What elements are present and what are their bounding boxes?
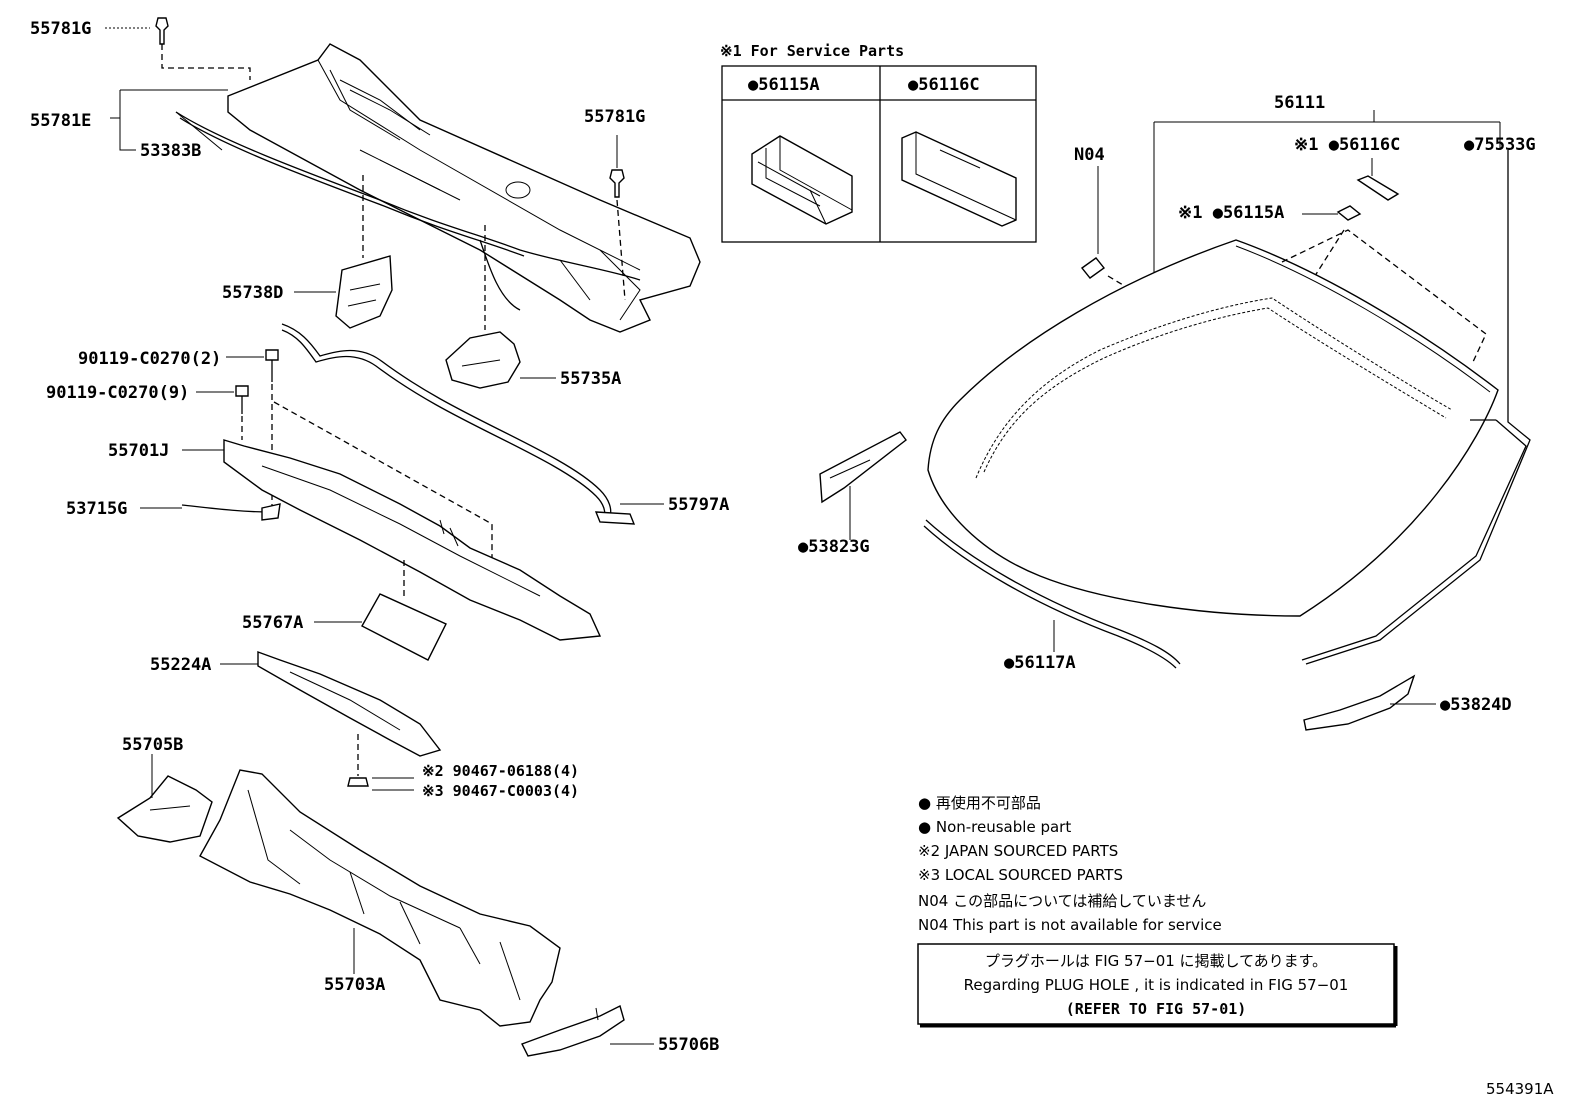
service-parts-table: ※1 For Service Parts ●56115A ●56116C xyxy=(720,42,1037,243)
note-line-2: Regarding PLUG HOLE , it is indicated in… xyxy=(964,976,1349,994)
label-90467-06188: ※2 90467-06188(4) xyxy=(422,762,579,780)
part-55738D xyxy=(335,255,393,329)
service-part-56116C: ●56116C xyxy=(908,75,980,95)
bolt-90119-9 xyxy=(235,385,249,414)
figure-id: 554391A xyxy=(1486,1080,1554,1098)
part-56115A-drawing xyxy=(751,135,853,225)
label-75533G: ●75533G xyxy=(1464,135,1536,155)
label-55706B: 55706B xyxy=(658,1035,719,1055)
clip-90467 xyxy=(347,777,369,787)
label-55701J: 55701J xyxy=(108,441,169,461)
label-55781G-right: 55781G xyxy=(584,107,645,127)
legend-line-4: ※3 LOCAL SOURCED PARTS xyxy=(918,866,1123,884)
part-55767A xyxy=(361,593,447,661)
part-53823G xyxy=(819,431,907,504)
bolt-90119-2 xyxy=(265,349,279,382)
label-56117A: ●56117A xyxy=(1004,653,1076,673)
label-56115A: ※1 ●56115A xyxy=(1178,203,1284,223)
label-55224A: 55224A xyxy=(150,655,211,675)
windshield-glass xyxy=(927,239,1499,617)
label-53823G: ●53823G xyxy=(798,537,870,557)
part-56117A xyxy=(923,519,1181,669)
legend-line-5: N04 この部品については補給していません xyxy=(918,892,1206,910)
label-N04: N04 xyxy=(1074,145,1105,165)
molding-75533G xyxy=(1301,150,1531,665)
label-56111: 56111 xyxy=(1274,93,1325,113)
label-90119-2: 90119-C0270(2) xyxy=(78,349,221,369)
label-55781G-top: 55781G xyxy=(30,19,91,39)
hose-55797A xyxy=(281,323,636,525)
legend-line-2: ● Non-reusable part xyxy=(918,818,1071,836)
part-53715G xyxy=(181,503,281,521)
note-line-3: (REFER TO FIG 57-01) xyxy=(1066,1000,1247,1018)
label-90467-C0003: ※3 90467-C0003(4) xyxy=(422,782,579,800)
label-90119-9: 90119-C0270(9) xyxy=(46,383,189,403)
label-55767A: 55767A xyxy=(242,613,303,633)
part-55706B xyxy=(521,1004,625,1057)
part-53824D xyxy=(1303,674,1416,731)
label-56116C: ※1 ●56116C xyxy=(1294,135,1400,155)
clip-55781G-top xyxy=(155,17,169,45)
service-parts-title: ※1 For Service Parts xyxy=(720,42,904,60)
label-55703A: 55703A xyxy=(324,975,385,995)
service-part-56115A: ●56115A xyxy=(748,75,820,95)
plug-hole-note-box: プラグホールは FIG 57−01 に掲載してあります。 Regarding P… xyxy=(917,943,1398,1028)
label-55735A: 55735A xyxy=(560,369,621,389)
part-55705B xyxy=(116,775,213,843)
note-line-1: プラグホールは FIG 57−01 に掲載してあります。 xyxy=(985,952,1327,970)
part-55701J xyxy=(223,439,602,641)
label-55797A: 55797A xyxy=(668,495,729,515)
legend-line-6: N04 This part is not available for servi… xyxy=(918,916,1222,934)
label-55738D: 55738D xyxy=(222,283,283,303)
legend-line-1: ● 再使用不可部品 xyxy=(918,794,1041,812)
label-53715G: 53715G xyxy=(66,499,127,519)
part-55703A xyxy=(199,769,561,1027)
part-55224A xyxy=(257,651,442,757)
part-55735A xyxy=(445,331,521,389)
label-53824D: ●53824D xyxy=(1440,695,1512,715)
legend: ● 再使用不可部品 ● Non-reusable part ※2 JAPAN S… xyxy=(918,794,1222,934)
legend-line-3: ※2 JAPAN SOURCED PARTS xyxy=(918,842,1118,860)
label-55781E: 55781E xyxy=(30,111,91,131)
part-56116C-drawing xyxy=(901,131,1017,227)
cowl-top-panel xyxy=(227,43,701,333)
label-53383B: 53383B xyxy=(140,141,201,161)
clip-55781G-right xyxy=(609,169,625,198)
label-55705B: 55705B xyxy=(122,735,183,755)
